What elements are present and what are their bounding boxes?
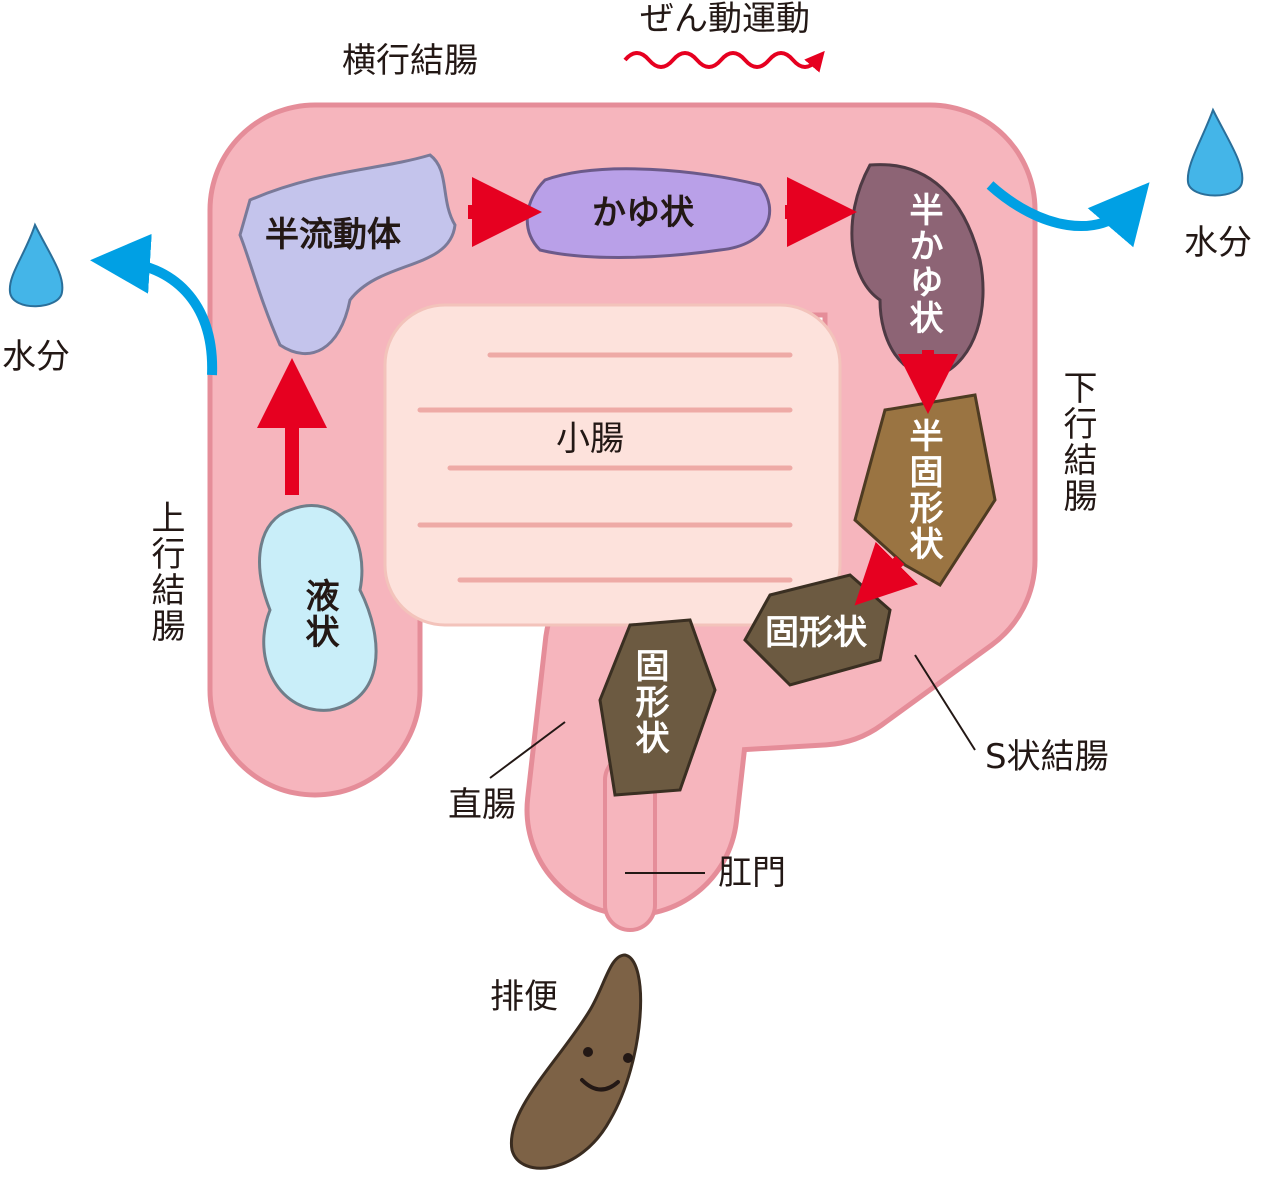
anus-label: 肛門	[718, 853, 786, 893]
rectum-label: 直腸	[448, 785, 516, 825]
semi-porridge-label: 半かゆ状	[903, 192, 943, 336]
sigmoid-colon-label: S状結腸	[985, 737, 1109, 777]
water-drop-icon	[8, 222, 64, 308]
solid-sigmoid-label: 固形状	[765, 613, 867, 653]
small-intestine-label: 小腸	[556, 419, 624, 459]
peristalsis-label: ぜん動運動	[640, 0, 810, 39]
small-intestine	[383, 303, 842, 627]
water-absorb-arrow-right	[986, 181, 1150, 248]
flow-arrows	[257, 177, 958, 606]
descending-colon-label: 下行結腸	[1057, 370, 1097, 514]
solid-rectum-label: 固形状	[629, 648, 669, 756]
liquid-label: 液状	[299, 578, 339, 650]
transverse-colon-label: 横行結腸	[342, 41, 478, 81]
water-drop-icon	[1186, 107, 1244, 197]
defecation-label: 排便	[490, 977, 558, 1017]
water-label-left: 水分	[2, 337, 70, 377]
water-label-right: 水分	[1184, 223, 1252, 263]
stool-character	[509, 953, 643, 1170]
liquid-blob	[258, 503, 378, 712]
semi-fluid-blob	[238, 153, 457, 356]
ascending-colon-label: 上行結腸	[145, 500, 185, 644]
water-absorb-arrow-left	[90, 233, 218, 376]
solid-sigmoid-blob	[743, 573, 892, 687]
solid-rectum-blob	[598, 618, 717, 797]
semi-solid-label: 半固形状	[903, 418, 943, 562]
peristalsis-wave-arrow	[623, 50, 825, 73]
leader-lines	[489, 654, 976, 874]
semi-solid-blob	[853, 393, 997, 588]
semi-fluid-label: 半流動体	[265, 215, 401, 255]
porridge-label: かゆ状	[592, 193, 694, 233]
